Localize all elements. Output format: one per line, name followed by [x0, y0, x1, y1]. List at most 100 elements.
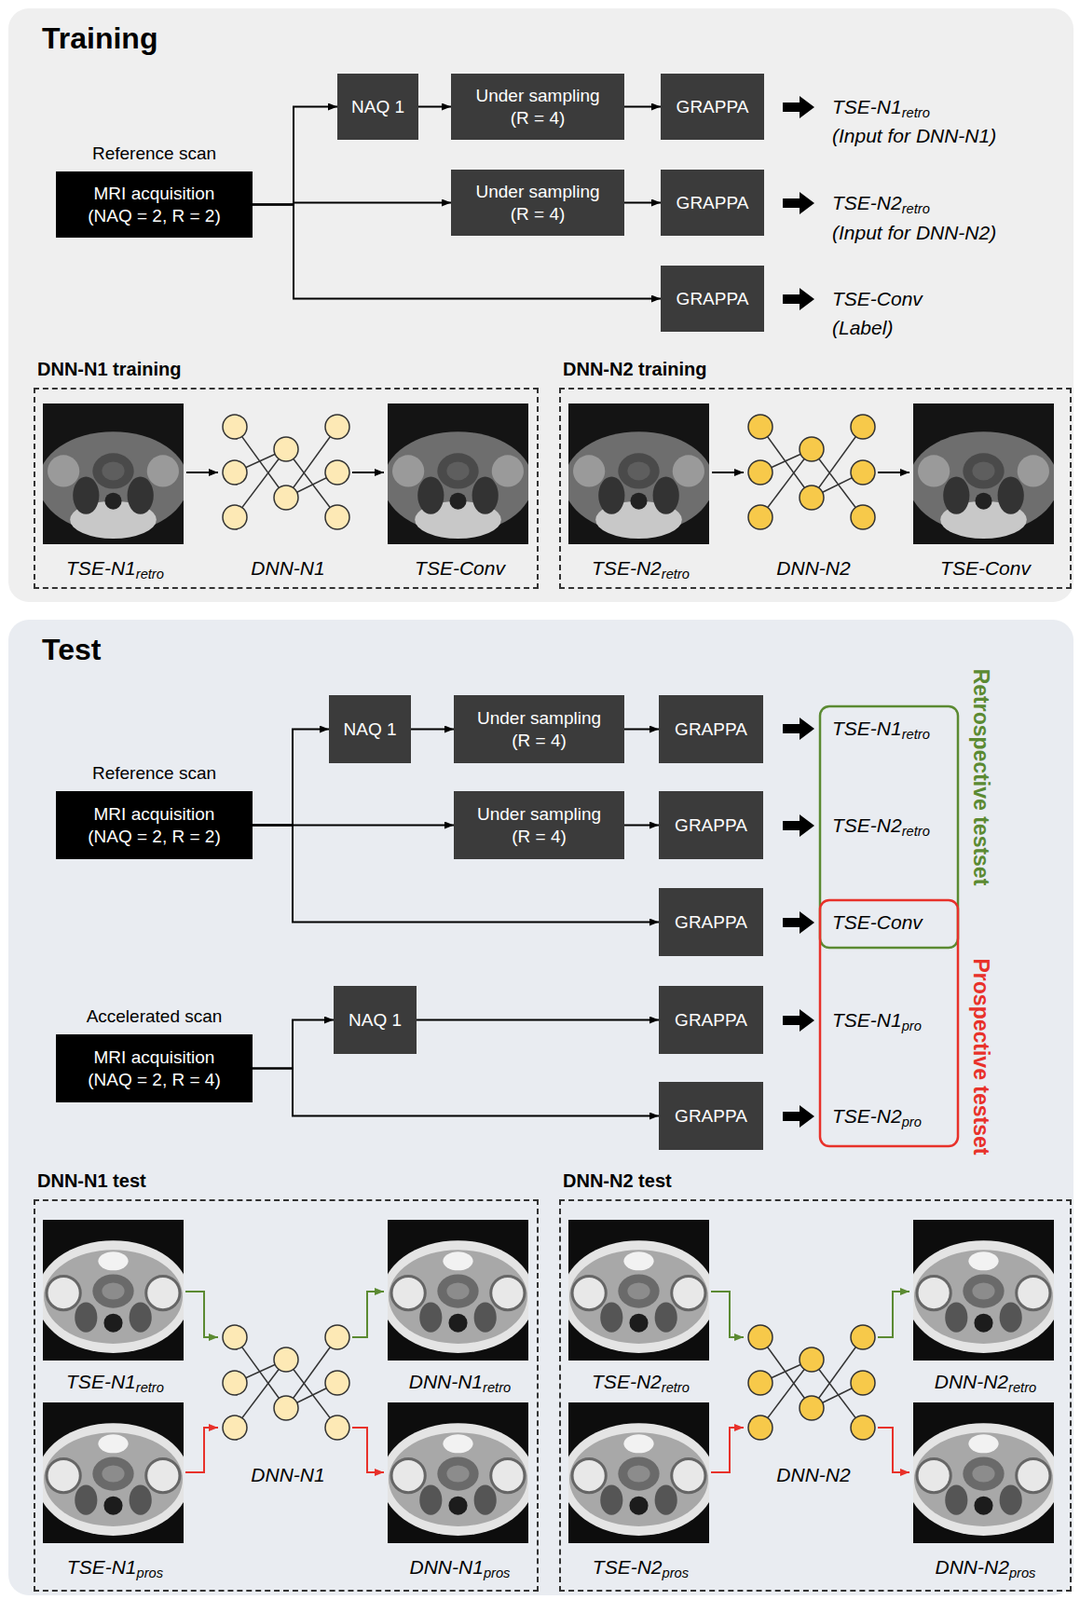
block-arrow [782, 717, 815, 740]
flow-arrow [877, 1291, 910, 1338]
image-caption: DNN-N1 [185, 1463, 391, 1487]
box-heading: Accelerated scan [37, 1006, 272, 1027]
mri-image [908, 403, 1059, 545]
subscript: pro [902, 1114, 922, 1130]
flow-arrow [710, 1291, 744, 1338]
subscript: retro [661, 1380, 690, 1395]
process-box: GRAPPA [660, 73, 765, 140]
connector [418, 106, 452, 109]
image-caption: DNN-N2retro [883, 1370, 1080, 1399]
flow-arrow [710, 1427, 744, 1473]
process-box: GRAPPA [658, 888, 764, 957]
network-icon [222, 414, 350, 530]
box-label: GRAPPA [674, 718, 748, 741]
connector [416, 1019, 659, 1022]
box-label: NAQ 1 [348, 1009, 402, 1032]
network-icon [748, 1325, 875, 1440]
process-box: GRAPPA [660, 265, 765, 332]
box-label: Under sampling (R = 4) [467, 180, 608, 226]
box-label: GRAPPA [676, 287, 750, 311]
box-label: GRAPPA [676, 191, 750, 215]
flow-arrow [877, 471, 910, 474]
output-label: (Input for DNN-N2) [832, 220, 997, 246]
image-caption: DNN-N1 [185, 557, 391, 580]
box-label: MRI acquisition (NAQ = 2, R = 2) [72, 803, 236, 848]
output-label: (Input for DNN-N1) [832, 123, 997, 149]
mri-image [36, 1402, 191, 1544]
connector [252, 1020, 334, 1069]
testset-outline [820, 900, 958, 1147]
subscript: pro [902, 1018, 922, 1034]
box-label: Under sampling (R = 4) [469, 707, 610, 752]
subscript: pros [483, 1565, 511, 1581]
box-heading: Reference scan [37, 763, 272, 784]
output-label: TSE-N2retro [832, 191, 930, 221]
image-caption: TSE-N2retro [538, 1370, 744, 1399]
box-label: MRI acquisition (NAQ = 2, R = 4) [72, 1046, 236, 1092]
image-caption: TSE-N1pros [13, 1556, 219, 1585]
image-caption: TSE-N1retro [13, 557, 219, 586]
image-caption: DNN-N1retro [357, 1370, 563, 1399]
group-heading: DNN-N1 test [37, 1170, 147, 1192]
subscript: pros [136, 1565, 165, 1581]
panel-ground [8, 8, 1074, 602]
panel-band: TestReference scanMRI acquisition (NAQ =… [8, 619, 1074, 1596]
image-caption: TSE-Conv [357, 557, 563, 580]
image-caption: TSE-N2pros [538, 1556, 744, 1585]
acquisition-box: Accelerated scanMRI acquisition (NAQ = 2… [55, 1034, 253, 1103]
block-arrow [782, 911, 815, 934]
box-label: GRAPPA [676, 95, 750, 119]
testset-outline [820, 706, 958, 948]
connector [624, 202, 661, 205]
box-label: MRI acquisition (NAQ = 2, R = 2) [72, 182, 236, 228]
panel-title: Test [41, 632, 101, 668]
flow-arrow [352, 1291, 384, 1338]
subscript: retro [482, 1380, 511, 1395]
block-arrow [782, 95, 815, 119]
mri-image [381, 1219, 535, 1361]
box-label: NAQ 1 [351, 95, 405, 119]
image-caption: DNN-N2 [710, 1463, 916, 1487]
dashed-group: DNN-N2 trainingTSE-N2retroDNN-N2TSE-Conv [559, 387, 1072, 589]
subscript: retro [661, 566, 690, 582]
subscript: retro [902, 726, 930, 742]
flow-arrow [186, 471, 219, 474]
group-heading: DNN-N2 test [562, 1170, 672, 1192]
box-label: GRAPPA [674, 1105, 748, 1128]
testset-label: Prospective testset [968, 958, 994, 1156]
output-label: TSE-N1retro [832, 716, 930, 747]
connector [252, 1068, 659, 1117]
box-label: GRAPPA [674, 814, 748, 837]
subscript: retro [1008, 1380, 1037, 1395]
box-label: NAQ 1 [342, 718, 397, 741]
box-label: Under sampling (R = 4) [467, 84, 608, 130]
subscript: retro [902, 201, 930, 217]
network-icon [222, 1325, 350, 1440]
process-box: NAQ 1 [328, 695, 411, 764]
connector [252, 729, 329, 826]
box-label: Under sampling (R = 4) [469, 803, 610, 848]
image-caption: DNN-N2 [710, 557, 916, 580]
connector [624, 728, 659, 731]
mri-image [381, 1402, 535, 1544]
network-icon [748, 414, 875, 530]
output-arrows [782, 95, 815, 1128]
acquisition-box: Reference scanMRI acquisition (NAQ = 2, … [55, 791, 253, 860]
process-box: GRAPPA [658, 791, 764, 860]
block-arrow [782, 1009, 815, 1032]
group-heading: DNN-N1 training [37, 358, 181, 381]
box-heading: Reference scan [37, 143, 272, 165]
flow-arrow [352, 471, 384, 474]
subscript: pros [1009, 1565, 1037, 1581]
mri-image [38, 403, 189, 545]
panel-ground [8, 619, 1074, 1596]
panel-title: Training [41, 21, 158, 56]
process-box: Under sampling (R = 4) [451, 73, 625, 140]
group-heading: DNN-N2 training [562, 358, 707, 381]
flow-arrow [711, 471, 744, 474]
connector [624, 106, 661, 109]
flow-arrow [352, 1427, 384, 1473]
image-caption: TSE-Conv [883, 557, 1080, 580]
output-label: TSE-Conv [832, 910, 923, 935]
mri-image [36, 1219, 191, 1361]
